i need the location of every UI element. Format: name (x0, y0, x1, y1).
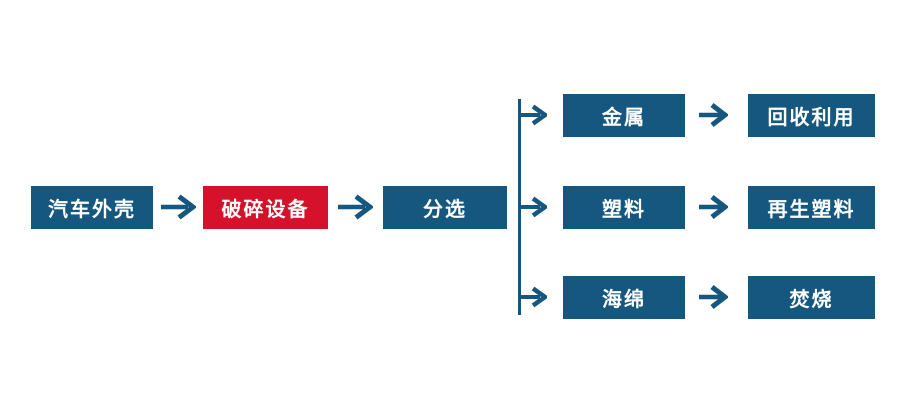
arrow-right-icon (699, 285, 728, 309)
node-recycling-label: 回收利用 (767, 105, 856, 129)
node-recycling: 回收利用 (748, 94, 875, 137)
node-sponge: 海绵 (563, 276, 685, 319)
node-plastic: 塑料 (563, 186, 685, 229)
node-recycled-plastic-label: 再生塑料 (767, 197, 856, 221)
node-incineration: 焚烧 (748, 276, 875, 319)
node-car-shell: 汽车外壳 (31, 186, 153, 229)
node-sorting: 分选 (383, 186, 507, 229)
arrow-right-icon (338, 194, 373, 220)
node-car-shell-label: 汽车外壳 (48, 197, 136, 221)
branch-arrow-right-icon (521, 104, 547, 126)
branch-arrow-right-icon (521, 286, 547, 308)
branch-arrow-right-icon (521, 196, 547, 218)
arrow-right-icon (699, 195, 728, 219)
node-recycled-plastic: 再生塑料 (748, 186, 875, 229)
branch-connector-line (518, 99, 521, 315)
node-crusher-label: 破碎设备 (221, 197, 310, 221)
node-incineration-label: 焚烧 (789, 287, 834, 311)
node-sorting-label: 分选 (423, 197, 467, 221)
node-sponge-label: 海绵 (602, 287, 646, 311)
node-metal: 金属 (563, 94, 685, 137)
node-plastic-label: 塑料 (602, 197, 646, 221)
node-metal-label: 金属 (602, 105, 646, 129)
arrow-right-icon (699, 103, 728, 127)
arrow-right-icon (161, 194, 196, 220)
node-crusher: 破碎设备 (203, 186, 328, 229)
